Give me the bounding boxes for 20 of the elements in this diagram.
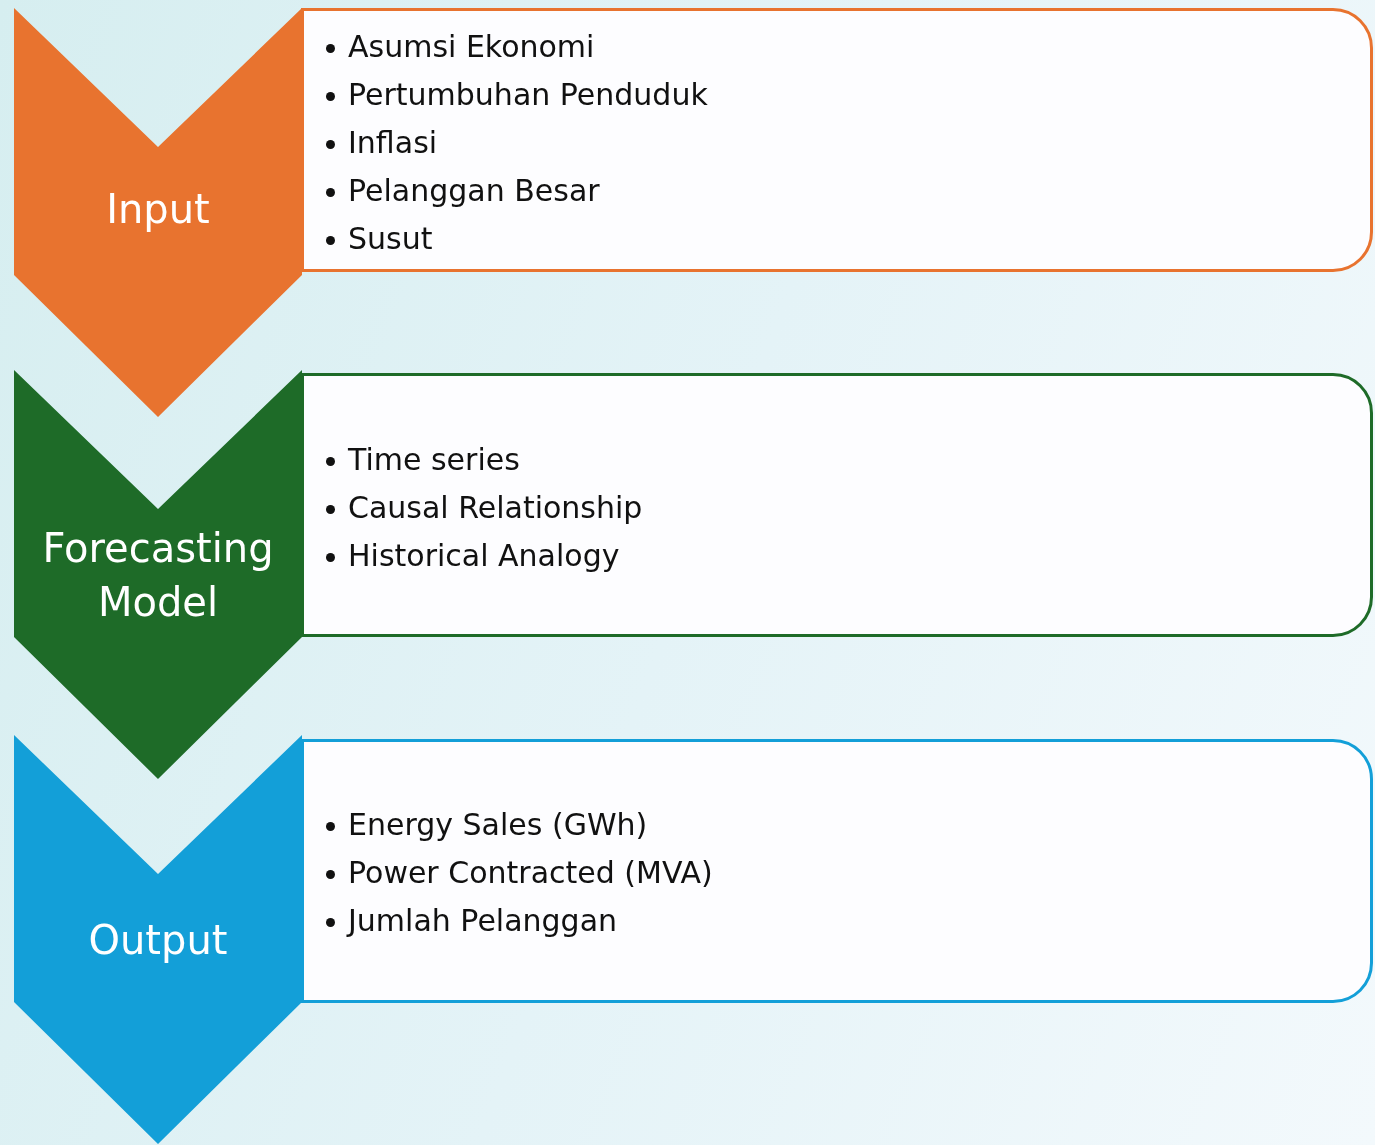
bullet-item: Historical Analogy	[326, 532, 643, 580]
bullet-item: Pertumbuhan Penduduk	[326, 71, 708, 119]
bullet-item: Time series	[326, 436, 643, 484]
bullet-item: Susut	[326, 215, 708, 263]
chevron-shape	[14, 370, 302, 779]
bullet-item: Causal Relationship	[326, 484, 643, 532]
chevron-label: Input	[105, 185, 211, 234]
bullet-item: Pelanggan Besar	[326, 167, 708, 215]
bullet-item: Energy Sales (GWh)	[326, 801, 713, 849]
chevron-shape	[14, 8, 302, 417]
chevron-shape	[14, 735, 302, 1144]
content-box	[301, 739, 1373, 1003]
chevron-label: Output	[87, 916, 229, 965]
chevron-label: Forecasting Model	[41, 524, 275, 627]
bullet-item: Power Contracted (MVA)	[326, 849, 713, 897]
bullet-item: Asumsi Ekonomi	[326, 23, 708, 71]
content-box	[301, 8, 1373, 272]
bullet-item: Jumlah Pelanggan	[326, 897, 713, 945]
content-box	[301, 373, 1373, 637]
bullet-item: Inflasi	[326, 119, 708, 167]
